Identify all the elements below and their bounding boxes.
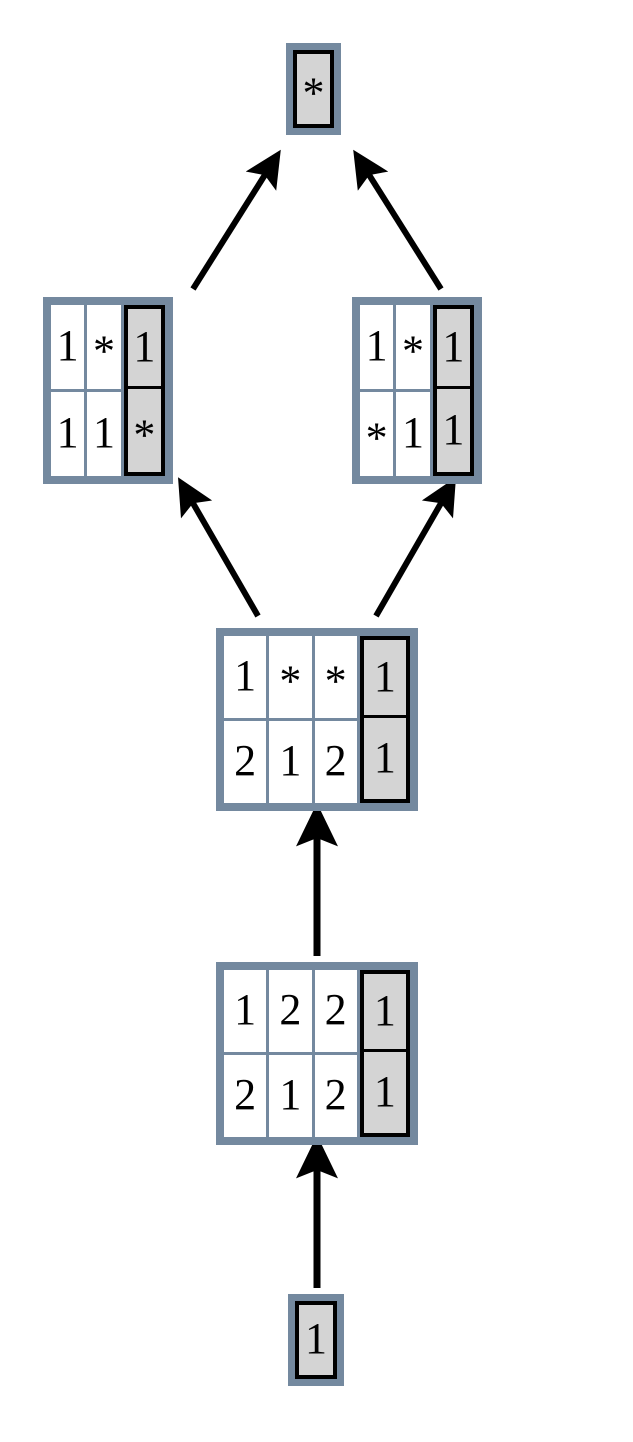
cell[interactable]: * [269, 636, 312, 718]
cell[interactable]: 2 [269, 970, 312, 1052]
cell[interactable]: 1 [224, 636, 267, 718]
cell[interactable]: 2 [314, 721, 357, 803]
cell[interactable]: 1 [359, 970, 410, 1052]
node-top-single-star[interactable]: * [286, 43, 341, 135]
cell-value: * [133, 409, 156, 459]
cell[interactable]: * [293, 50, 334, 128]
cell-value: 2 [324, 985, 347, 1035]
cell[interactable]: 1 [51, 305, 85, 389]
cell[interactable]: 1 [396, 392, 430, 476]
node-row: 1 2 2 1 [224, 970, 410, 1052]
node-right-3col[interactable]: 1 * 1 * 1 1 [352, 297, 482, 484]
arrow-middle-to-right [373, 477, 456, 618]
cell-value: 1 [373, 651, 396, 701]
node-row: * 1 1 [360, 389, 474, 476]
cell[interactable]: * [314, 636, 357, 718]
cell-value: 1 [373, 1066, 396, 1116]
node-row: 2 1 2 1 [224, 1052, 410, 1137]
cell[interactable]: * [87, 305, 121, 389]
arrow-middle-to-left [178, 477, 261, 618]
node-left-3col[interactable]: 1 * 1 1 1 * [43, 297, 173, 484]
cell-value: 2 [234, 1070, 257, 1120]
node-bottom-single-one[interactable]: 1 [288, 1294, 344, 1386]
cell-value: 1 [234, 985, 257, 1035]
cell-value: 1 [279, 736, 302, 786]
cell-value: 1 [56, 408, 79, 458]
cell-value: * [401, 326, 424, 376]
cell[interactable]: 1 [224, 970, 267, 1052]
cell-value: 1 [305, 1314, 327, 1364]
arrow-left-to-top [190, 149, 281, 291]
cell[interactable]: 1 [51, 392, 85, 476]
cell-value: 1 [56, 321, 79, 371]
cell[interactable]: 1 [295, 1301, 337, 1379]
cell[interactable]: 1 [359, 1052, 410, 1137]
cell[interactable]: 1 [359, 636, 410, 718]
cell-value: 1 [92, 408, 115, 458]
node-row: 1 * 1 [51, 305, 165, 389]
node-row: 1 1 * [51, 389, 165, 476]
cell-value: 1 [234, 651, 257, 701]
cell[interactable]: 2 [224, 1055, 267, 1137]
cell-value: 1 [279, 1070, 302, 1120]
cell-value: 1 [365, 321, 388, 371]
node-middle-4col[interactable]: 1 * * 1 2 1 2 1 [216, 628, 418, 811]
cell[interactable]: * [396, 305, 430, 389]
cell[interactable]: 1 [269, 1055, 312, 1137]
cell[interactable]: 1 [432, 389, 474, 476]
node-row: 1 [295, 1301, 337, 1379]
cell[interactable]: 1 [269, 721, 312, 803]
cell-value: 2 [279, 985, 302, 1035]
cell-value: 1 [442, 404, 465, 454]
cell[interactable]: 1 [123, 305, 165, 389]
node-row: * [293, 50, 334, 128]
cell-value: 1 [442, 321, 465, 371]
cell-value: 1 [373, 732, 396, 782]
cell[interactable]: 1 [432, 305, 474, 389]
cell[interactable]: * [360, 392, 394, 476]
cell-value: 1 [401, 408, 424, 458]
node-row: 2 1 2 1 [224, 718, 410, 803]
cell[interactable]: 2 [314, 1055, 357, 1137]
cell-value: 2 [324, 1070, 347, 1120]
arrow-right-to-top [353, 149, 444, 291]
cell-value: * [302, 68, 325, 118]
cell[interactable]: 1 [359, 718, 410, 803]
cell-value: 1 [133, 321, 156, 371]
cell-value: 2 [234, 736, 257, 786]
cell-value: * [365, 413, 388, 463]
cell-value: * [324, 656, 347, 706]
cell-value: * [92, 326, 115, 376]
cell[interactable]: 1 [87, 392, 121, 476]
cell[interactable]: 2 [314, 970, 357, 1052]
node-row: 1 * * 1 [224, 636, 410, 718]
node-row: 1 * 1 [360, 305, 474, 389]
cell-value: 2 [324, 736, 347, 786]
cell[interactable]: 2 [224, 721, 267, 803]
cell-value: 1 [373, 985, 396, 1035]
cell[interactable]: 1 [360, 305, 394, 389]
cell-value: * [279, 656, 302, 706]
node-lower-4col[interactable]: 1 2 2 1 2 1 2 1 [216, 962, 418, 1145]
cell[interactable]: * [123, 389, 165, 476]
